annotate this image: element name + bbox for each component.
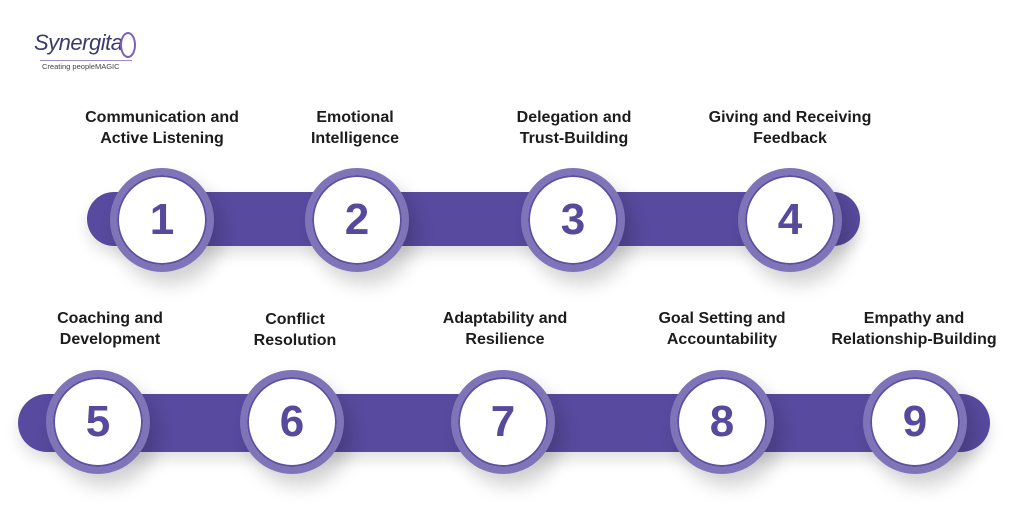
step-circle-8: 8 <box>670 370 774 474</box>
step-circle-9: 9 <box>863 370 967 474</box>
label-line: Delegation and <box>516 109 632 126</box>
logo-tagline: Creating peopleMAGIC <box>42 62 120 71</box>
label-line: Conflict <box>265 311 325 328</box>
timeline-bar-row-1 <box>87 192 860 246</box>
synergita-logo: Synergita Creating peopleMAGIC <box>34 30 136 71</box>
step-circle-2: 2 <box>305 168 409 272</box>
step-number: 4 <box>745 175 835 265</box>
label-line: Relationship-Building <box>831 331 997 348</box>
label-line: Empathy and <box>863 310 965 327</box>
step-number: 7 <box>458 377 548 467</box>
label-line: Adaptability and <box>442 310 568 327</box>
step-number: 2 <box>312 175 402 265</box>
step-number: 8 <box>677 377 767 467</box>
step-circle-6: 6 <box>240 370 344 474</box>
label-line: Goal Setting and <box>658 310 786 327</box>
step-circle-1: 1 <box>110 168 214 272</box>
label-line: Trust-Building <box>519 130 629 147</box>
step-circle-3: 3 <box>521 168 625 272</box>
label-line: Development <box>59 331 161 348</box>
label-line: Accountability <box>666 331 778 348</box>
label-line: Emotional <box>316 109 394 126</box>
label-line: Active Listening <box>100 130 224 147</box>
label-line: Giving and Receiving <box>708 109 872 126</box>
label-line: Communication and <box>85 109 239 126</box>
logo-swirl-icon <box>120 32 136 58</box>
label-line: Resolution <box>253 332 337 349</box>
step-number: 9 <box>870 377 960 467</box>
label-line: Coaching and <box>57 310 163 327</box>
label-line: Feedback <box>753 130 827 147</box>
step-number: 1 <box>117 175 207 265</box>
step-number: 6 <box>247 377 337 467</box>
label-line: Resilience <box>465 331 545 348</box>
step-circle-7: 7 <box>451 370 555 474</box>
step-number: 3 <box>528 175 618 265</box>
step-circle-5: 5 <box>46 370 150 474</box>
step-number: 5 <box>53 377 143 467</box>
logo-name: Synergita <box>34 30 123 55</box>
logo-divider <box>40 60 132 61</box>
step-circle-4: 4 <box>738 168 842 272</box>
label-line: Intelligence <box>310 130 400 147</box>
